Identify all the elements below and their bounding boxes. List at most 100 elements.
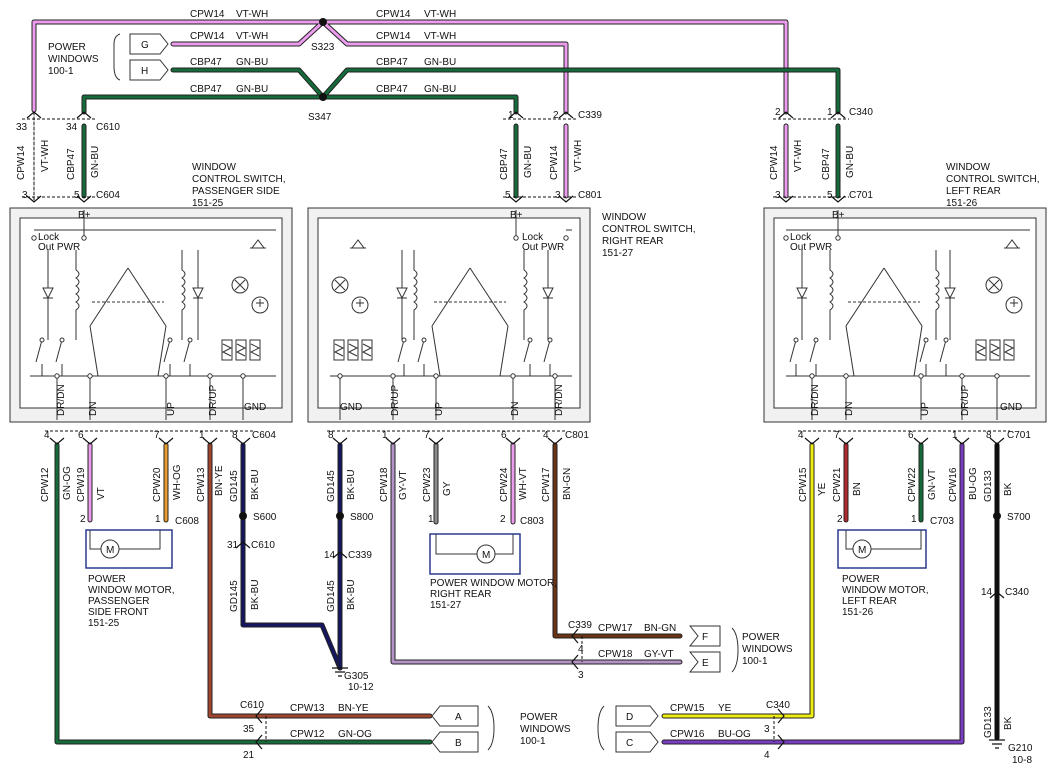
switch-up-label: UP	[434, 402, 445, 416]
label-g210ref: 10-8	[1012, 755, 1032, 766]
svg-text:M: M	[106, 545, 114, 556]
label-c801-top: C801	[578, 190, 602, 201]
pin-4e: 4	[764, 750, 770, 761]
label-s800: S800	[350, 512, 374, 523]
label-buog: BU-OG	[968, 467, 979, 500]
label-cpw14-rr: CPW14	[549, 145, 560, 180]
switch-outpwr-label: Out PWR	[522, 242, 564, 253]
label-g305: G305	[344, 671, 369, 682]
switch-bplus-label: B+	[510, 210, 523, 221]
svg-text:POWER: POWER	[88, 574, 126, 585]
svg-text:151-25: 151-25	[88, 618, 120, 629]
label-cpw18-h: CPW18	[598, 649, 633, 660]
pin-4c: 4	[798, 430, 804, 441]
switch-drup-label: DR/UP	[390, 385, 401, 416]
label-s600: S600	[253, 512, 277, 523]
svg-text:M: M	[482, 550, 490, 561]
svg-text:LEFT REAR: LEFT REAR	[842, 596, 897, 607]
label-cpw13-h: CPW13	[290, 703, 325, 714]
pin-labels: 33 34 1 2 2 1 3 5 5 3 3 5 4 6 7 1 8 8 1 …	[16, 107, 993, 761]
switch-gnd-label: GND	[244, 402, 266, 413]
switch-dn-label: DN	[844, 402, 855, 416]
label-c340-bot: C340	[766, 700, 790, 711]
label-c701-top: C701	[849, 190, 873, 201]
svg-text:100-1: 100-1	[742, 656, 768, 667]
label-cpw21: CPW21	[832, 467, 843, 502]
ref-A: A	[455, 712, 462, 723]
splice-s700	[993, 512, 1001, 520]
pin-8b: 8	[328, 430, 334, 441]
switch-gnd-label: GND	[1000, 402, 1022, 413]
wire-passenger-inputs	[33, 111, 87, 201]
label-cbp47-t2: CBP47	[376, 57, 408, 68]
pin-1g: 1	[428, 514, 434, 525]
pin-21: 21	[243, 750, 255, 761]
label-vtwh-t2: VT-WH	[424, 9, 456, 20]
wire-cpw16-buog	[661, 442, 965, 745]
svg-text:WINDOW: WINDOW	[946, 162, 990, 173]
motor-passenger-front: M POWER WINDOW MOTOR, PASSENGER SIDE FRO…	[85, 529, 174, 629]
wire-cpw13-bnye	[207, 442, 433, 719]
splice-s347	[319, 93, 327, 101]
wire-cpw15-ye	[661, 442, 815, 719]
label-cpw14-t1: CPW14	[190, 9, 225, 20]
power-windows-refs: POWER WINDOWS 100-1 POWER WINDOWS 100-1 …	[48, 42, 793, 747]
label-cbp47-t1: CBP47	[190, 57, 222, 68]
motor-box	[85, 529, 173, 569]
label-gnvt: GN-VT	[927, 469, 938, 500]
label-c339-mid: C339	[348, 550, 372, 561]
label-gd145-a: GD145	[229, 470, 240, 502]
label-c803: C803	[520, 516, 544, 527]
ref-E: E	[702, 658, 709, 669]
pin-7c: 7	[834, 430, 840, 441]
label-vt: VT	[96, 487, 107, 500]
label-vtwh-t3: VT-WH	[236, 31, 268, 42]
horizontal-labels: CPW14 VT-WH CPW14 VT-WH CPW14 VT-WH CPW1…	[190, 9, 751, 740]
switch-lock-label: Lock	[790, 232, 812, 243]
pin-1d: 1	[382, 430, 388, 441]
pin-3e: 3	[764, 724, 770, 735]
wire-fill-green	[55, 443, 432, 744]
label-whvt: WH-VT	[518, 467, 529, 500]
label-c339-bot: C339	[568, 620, 592, 631]
label-cpw14-t4: CPW14	[376, 31, 411, 42]
wire-left-rear-inputs	[783, 123, 841, 199]
label-c610-mid: C610	[251, 540, 275, 551]
svg-text:PASSENGER: PASSENGER	[88, 596, 150, 607]
label-gnbu-rr: GN-BU	[523, 146, 534, 178]
label-c604-bot: C604	[252, 430, 276, 441]
label-c701-bot: C701	[1007, 430, 1031, 441]
pin-1b: 1	[827, 107, 833, 118]
svg-text:151-27: 151-27	[430, 600, 462, 611]
pin-8c: 8	[986, 430, 992, 441]
svg-text:WINDOWS: WINDOWS	[742, 644, 793, 655]
label-gnbu-t3: GN-BU	[236, 84, 268, 95]
ref-G: G	[141, 40, 149, 51]
svg-text:151-26: 151-26	[842, 607, 874, 618]
pin-4a: 4	[44, 430, 50, 441]
pin-3a: 3	[22, 190, 28, 201]
pin-1a: 1	[508, 110, 514, 121]
label-cpw16: CPW16	[948, 467, 959, 502]
label-bn: BN	[852, 482, 863, 496]
label-cbp47-lr: CBP47	[821, 148, 832, 180]
label-g305ref: 10-12	[348, 682, 374, 693]
pin-2e: 2	[837, 514, 843, 525]
wire-cpw17-bngn	[552, 442, 683, 639]
label-gd133-a: GD133	[983, 470, 994, 502]
connector-dashes	[22, 118, 1010, 742]
switch-outpwr-label: Out PWR	[790, 242, 832, 253]
ref-B: B	[455, 738, 462, 749]
label-cpw22: CPW22	[907, 467, 918, 502]
svg-text:RIGHT REAR: RIGHT REAR	[430, 589, 492, 600]
pin-4b: 4	[543, 430, 549, 441]
switch-gnd-label: GND	[340, 402, 362, 413]
label-ye: YE	[817, 482, 828, 496]
ref-C: C	[626, 738, 633, 749]
pin-1h: 1	[911, 514, 917, 525]
switch-bplus-label: B+	[832, 210, 845, 221]
ref-H: H	[141, 66, 148, 77]
ground-g305	[332, 667, 348, 677]
label-cpw24: CPW24	[499, 467, 510, 502]
pin-1f: 1	[155, 514, 161, 525]
